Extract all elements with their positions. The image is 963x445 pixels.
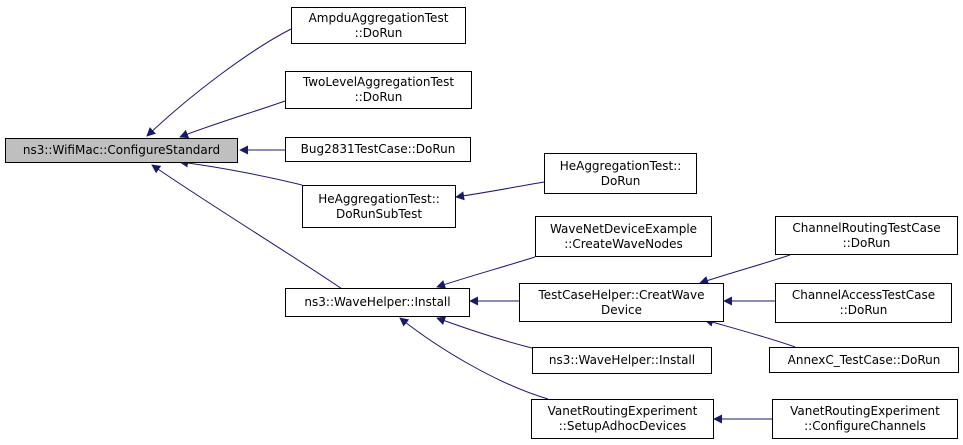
node-label: TestCaseHelper::CreatWave [538,287,705,302]
node-channel-routing-testcase[interactable]: ChannelRoutingTestCase ::DoRun [775,216,958,255]
node-label: HeAggregationTest:: [318,191,440,206]
node-twolevel-aggregation-test[interactable]: TwoLevelAggregationTest ::DoRun [285,71,472,109]
edge-vanetsetup-to-wavehelper [399,317,549,400]
node-he-aggregation-dorun[interactable]: HeAggregationTest:: DoRun [544,153,697,194]
node-label: ::ConfigureChannels [804,419,926,433]
node-label: VanetRoutingExperiment [790,404,940,418]
node-wavehelper-install[interactable]: ns3::WaveHelper::Install [285,288,470,317]
edge-annexc-to-testcase [704,317,796,348]
node-label: ns3::WaveHelper::Install [304,295,451,309]
node-label: VanetRoutingExperiment [547,404,698,418]
node-label: Bug2831TestCase::DoRun [300,142,456,156]
edge-wavenet-to-wavehelper [436,256,536,289]
node-label: ::SetupAdhocDevices [558,419,687,433]
node-vanet-configure-channels[interactable]: VanetRoutingExperiment ::ConfigureChanne… [772,399,958,439]
node-label: ::DoRun [839,303,888,317]
edge-wavehelper2-to-wavehelper [436,316,533,349]
node-annexc-testcase[interactable]: AnnexC_TestCase::DoRun [769,347,959,373]
node-vanet-setup-adhoc-devices[interactable]: VanetRoutingExperiment ::SetupAdhocDevic… [531,399,714,439]
node-label: ::DoRun [354,90,403,104]
node-ampdu-aggregation-test[interactable]: AmpduAggregationTest ::DoRun [291,7,466,44]
node-label: ::CreateWaveNodes [564,236,683,251]
node-configure-standard[interactable]: ns3::WifiMac::ConfigureStandard [5,138,238,163]
edge-wavehelper-to-configure [151,164,346,292]
node-label: ns3::WaveHelper::Install [548,353,696,367]
node-label: ::DoRun [842,235,891,250]
node-label: AmpduAggregationTest [308,10,449,25]
edge-hesubtest-to-configure [179,158,303,186]
node-testcasehelper-creatwavedevice[interactable]: TestCaseHelper::CreatWave Device [519,283,724,322]
node-bug2831-testcase[interactable]: Bug2831TestCase::DoRun [285,137,471,162]
node-he-aggregation-subtest[interactable]: HeAggregationTest:: DoRunSubTest [302,185,456,228]
node-label: WaveNetDeviceExample [549,221,698,236]
node-channel-access-testcase[interactable]: ChannelAccessTestCase ::DoRun [775,283,952,323]
node-label: ChannelRoutingTestCase [792,220,941,235]
node-label: TwoLevelAggregationTest [302,75,455,89]
edge-twolevel-to-configure [179,100,286,139]
node-wavenet-create-wave-nodes[interactable]: WaveNetDeviceExample ::CreateWaveNodes [535,216,712,257]
node-label: ::DoRun [354,25,403,40]
edge-hedorun-to-hesubtest [455,181,545,201]
node-label: DoRunSubTest [335,206,423,221]
edge-channelrouting-to-testcase [699,254,791,285]
node-wavehelper-install-2[interactable]: ns3::WaveHelper::Install [532,347,712,374]
node-label: DoRun [600,173,641,188]
node-label: HeAggregationTest:: [559,158,682,173]
node-label: Device [600,302,643,317]
node-label: ns3::WifiMac::ConfigureStandard [22,143,221,157]
node-label: ChannelAccessTestCase [791,288,936,302]
edge-ampdu-to-configure [146,28,292,137]
node-label: AnnexC_TestCase::DoRun [787,352,941,367]
